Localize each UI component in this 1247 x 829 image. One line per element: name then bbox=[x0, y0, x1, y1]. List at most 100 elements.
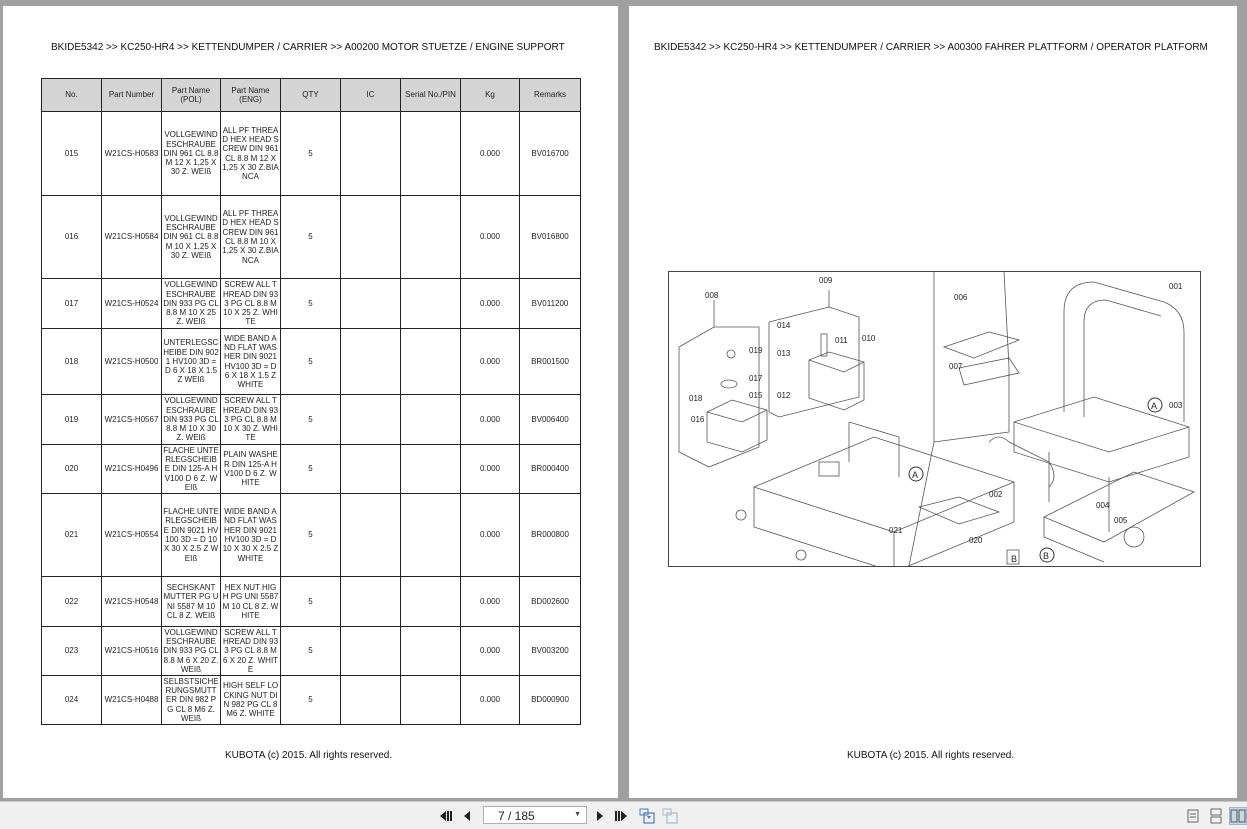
cell-no: 021 bbox=[41, 493, 102, 577]
cell-serial bbox=[400, 111, 461, 196]
cell-no: 018 bbox=[41, 328, 102, 395]
first-page-button[interactable] bbox=[437, 808, 453, 824]
table-header-row: No. Part Number Part Name (POL) Part Nam… bbox=[41, 78, 581, 112]
cell-remarks: BV016700 bbox=[519, 111, 581, 196]
viewer-toolbar: 7 / 185 ▼ bbox=[0, 801, 1247, 829]
cell-ic bbox=[340, 675, 401, 725]
previous-page-icon bbox=[464, 811, 470, 821]
col-header-kg: Kg bbox=[460, 78, 520, 112]
cell-part-name-pol: SECHSKANT MUTTER PG UNI 5587 M 10 CL 8 Z… bbox=[161, 576, 221, 627]
cell-remarks: BR000400 bbox=[519, 444, 581, 494]
svg-text:018: 018 bbox=[689, 394, 703, 403]
previous-page-button[interactable] bbox=[460, 808, 476, 824]
svg-text:021: 021 bbox=[889, 526, 903, 535]
cell-remarks: BV011200 bbox=[519, 278, 581, 329]
cell-kg: 0.000 bbox=[460, 626, 520, 676]
cell-serial bbox=[400, 195, 461, 279]
cell-no: 020 bbox=[41, 444, 102, 494]
cell-part-name-pol: UNTERLEGSCHEIBE DIN 9021 HV100 3D = D 6 … bbox=[161, 328, 221, 395]
cell-part-name-eng: WIDE BAND AND FLAT WASHER DIN 9021 HV100… bbox=[220, 493, 281, 577]
document-page-right: BKIDE5342 >> KC250-HR4 >> KETTENDUMPER /… bbox=[629, 6, 1237, 798]
cell-kg: 0.000 bbox=[460, 394, 520, 445]
col-header-qty: QTY bbox=[280, 78, 341, 112]
cell-ic bbox=[340, 195, 401, 279]
svg-text:014: 014 bbox=[777, 321, 791, 330]
cell-qty: 5 bbox=[280, 278, 341, 329]
page-number-select[interactable]: 7 / 185 ▼ bbox=[483, 806, 587, 824]
cell-remarks: BV016800 bbox=[519, 195, 581, 279]
continuous-view-icon bbox=[1210, 808, 1222, 824]
cell-no: 016 bbox=[41, 195, 102, 279]
cell-part-number: W21CS-H0567 bbox=[101, 394, 162, 445]
cell-remarks: BV003200 bbox=[519, 626, 581, 676]
col-header-ic: IC bbox=[340, 78, 401, 112]
svg-text:B: B bbox=[1011, 554, 1017, 564]
cell-no: 019 bbox=[41, 394, 102, 445]
document-page-left: BKIDE5342 >> KC250-HR4 >> KETTENDUMPER /… bbox=[3, 6, 618, 798]
next-page-button[interactable] bbox=[592, 808, 608, 824]
cell-no: 017 bbox=[41, 278, 102, 329]
diagram-drawing: 008 009 014 011 010 013 019 017 018 015 … bbox=[678, 271, 1195, 573]
cell-no: 023 bbox=[41, 626, 102, 676]
dropdown-arrow-icon: ▼ bbox=[574, 811, 581, 818]
svg-text:005: 005 bbox=[1114, 516, 1128, 525]
page-footer: KUBOTA (c) 2015. All rights reserved. bbox=[225, 750, 393, 761]
cell-part-name-pol: VOLLGEWINDESCHRAUBE DIN 961 CL 8.8 M 10 … bbox=[161, 195, 221, 279]
first-page-icon bbox=[440, 811, 452, 821]
cell-part-name-eng: WIDE BAND AND FLAT WASHER DIN 9021 HV100… bbox=[220, 328, 281, 395]
svg-text:007: 007 bbox=[949, 362, 963, 371]
cell-serial bbox=[400, 675, 461, 725]
svg-text:016: 016 bbox=[691, 415, 705, 424]
cell-part-name-pol: VOLLGEWINDESCHRAUBE DIN 933 PG CL 8.8 M … bbox=[161, 394, 221, 445]
cell-kg: 0.000 bbox=[460, 675, 520, 725]
cell-remarks: BD002600 bbox=[519, 576, 581, 627]
cell-part-name-eng: SCREW ALL THREAD DIN 933 PG CL 8.8 M 10 … bbox=[220, 394, 281, 445]
cell-qty: 5 bbox=[280, 493, 341, 577]
cell-ic bbox=[340, 444, 401, 494]
svg-text:010: 010 bbox=[862, 334, 876, 343]
cell-part-number: W21CS-H0583 bbox=[101, 111, 162, 196]
cell-qty: 5 bbox=[280, 394, 341, 445]
cell-part-name-pol: VOLLGEWINDESCHRAUBE DIN 933 PG CL 8.8 M … bbox=[161, 278, 221, 329]
fit-width-button[interactable] bbox=[662, 808, 678, 824]
cell-part-name-pol: VOLLGEWINDESCHRAUBE DIN 933 PG CL 8.8 M … bbox=[161, 626, 221, 676]
cell-part-number: W21CS-H0516 bbox=[101, 626, 162, 676]
continuous-view-button[interactable] bbox=[1208, 808, 1224, 824]
cell-ic bbox=[340, 493, 401, 577]
last-page-button[interactable] bbox=[614, 808, 630, 824]
cell-part-number: W21CS-H0524 bbox=[101, 278, 162, 329]
cell-part-number: W21CS-H0496 bbox=[101, 444, 162, 494]
svg-text:B: B bbox=[1043, 551, 1049, 561]
two-page-view-button[interactable] bbox=[1229, 807, 1247, 825]
callout-009: 009 bbox=[819, 276, 833, 285]
cell-remarks: BV006400 bbox=[519, 394, 581, 445]
cell-kg: 0.000 bbox=[460, 195, 520, 279]
cell-qty: 5 bbox=[280, 675, 341, 725]
cell-qty: 5 bbox=[280, 328, 341, 395]
fit-page-button[interactable] bbox=[639, 808, 655, 824]
svg-text:011: 011 bbox=[835, 336, 848, 345]
svg-text:A: A bbox=[912, 470, 918, 480]
single-page-view-button[interactable] bbox=[1185, 808, 1201, 824]
parts-table: No. Part Number Part Name (POL) Part Nam… bbox=[41, 78, 581, 725]
svg-text:012: 012 bbox=[777, 391, 791, 400]
cell-ic bbox=[340, 576, 401, 627]
cell-serial bbox=[400, 328, 461, 395]
cell-kg: 0.000 bbox=[460, 278, 520, 329]
cell-part-number: W21CS-H0548 bbox=[101, 576, 162, 627]
svg-text:002: 002 bbox=[989, 490, 1003, 499]
page-breadcrumb: BKIDE5342 >> KC250-HR4 >> KETTENDUMPER /… bbox=[51, 42, 565, 53]
col-header-no: No. bbox=[41, 78, 102, 112]
next-page-icon bbox=[597, 811, 603, 821]
cell-kg: 0.000 bbox=[460, 493, 520, 577]
cell-remarks: BR001500 bbox=[519, 328, 581, 395]
cell-part-name-eng: SCREW ALL THREAD DIN 933 PG CL 8.8 M 10 … bbox=[220, 278, 281, 329]
page-indicator: 7 / 185 bbox=[498, 809, 535, 823]
cell-part-name-pol: SELBSTSICHERUNGSMUTTER DIN 982 PG CL 8 M… bbox=[161, 675, 221, 725]
